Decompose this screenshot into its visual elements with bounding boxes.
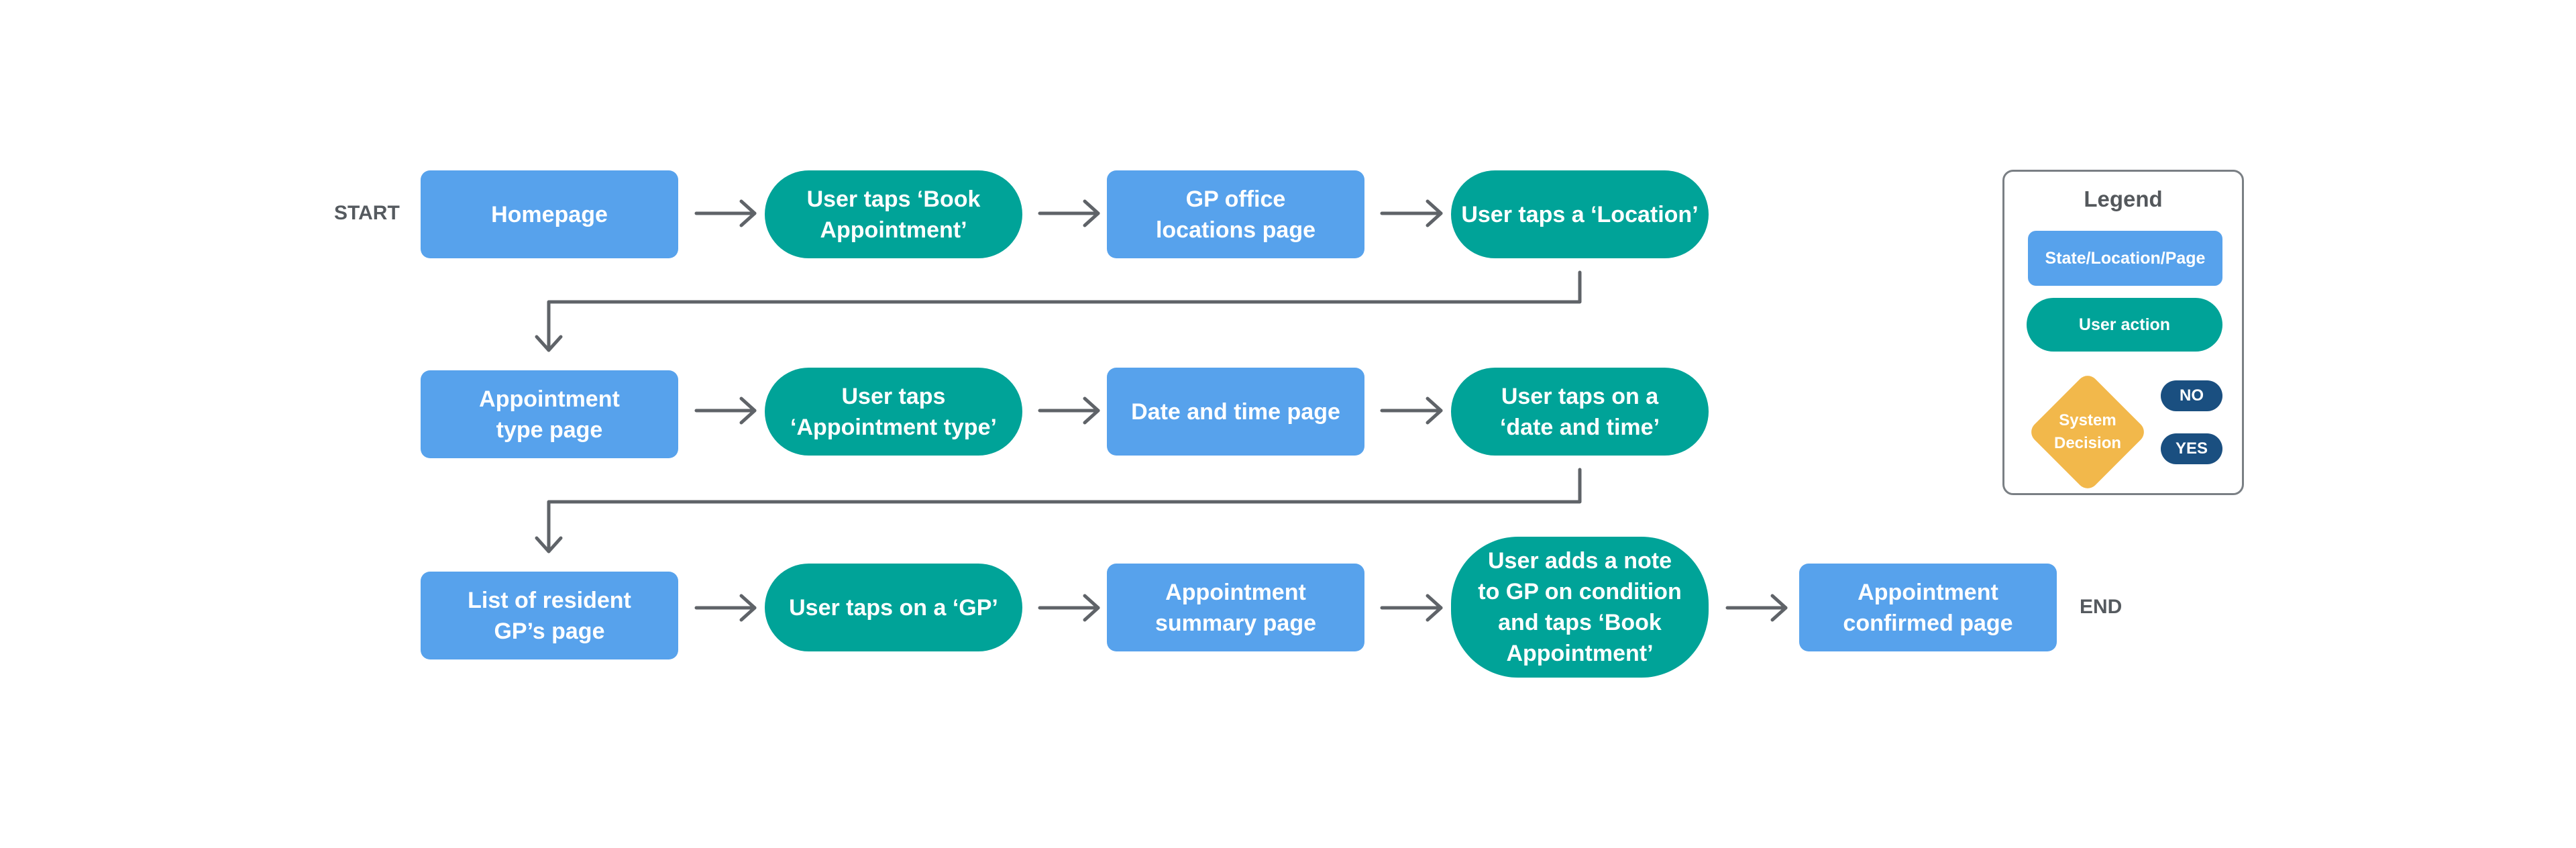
node-label: Appointment confirmed page: [1843, 579, 2013, 636]
legend-no-pill: NO: [2161, 380, 2222, 411]
legend-page-swatch: State/Location/Page: [2028, 231, 2222, 286]
connector-row2-to-row3: [547, 468, 1582, 553]
node-user-taps-gp: User taps on a ‘GP’: [765, 564, 1022, 651]
legend-action-swatch: User action: [2027, 298, 2222, 352]
node-user-taps-date-and-time: User taps on a ‘date and time’: [1451, 368, 1709, 456]
node-appointment-type-page: Appointment type page: [421, 370, 678, 458]
node-appointment-confirmed-page: Appointment confirmed page: [1799, 564, 2057, 651]
node-label: Date and time page: [1131, 399, 1340, 425]
node-label: User taps on a ‘date and time’: [1499, 383, 1660, 440]
arrowhead: [535, 536, 563, 553]
node-user-taps-location: User taps a ‘Location’: [1451, 170, 1709, 258]
arrowhead: [1770, 594, 1788, 622]
arrowhead: [1426, 396, 1443, 425]
node-label: Appointment type page: [479, 386, 620, 443]
node-user-taps-appointment-type: User taps ‘Appointment type’: [765, 368, 1022, 456]
node-label: List of resident GP’s page: [468, 587, 631, 644]
arrowhead: [1083, 594, 1100, 622]
node-label: User taps ‘Appointment type’: [790, 383, 997, 440]
legend-decision-label: System Decision: [2053, 411, 2122, 452]
legend: Legend State/Location/Page User action S…: [2002, 170, 2244, 495]
legend-title: Legend: [2084, 187, 2163, 211]
arrowhead: [739, 396, 757, 425]
node-label: User taps on a ‘GP’: [789, 594, 998, 621]
node-label: GP office locations page: [1155, 186, 1316, 243]
legend-yes-pill: YES: [2161, 433, 2222, 464]
arrowhead: [739, 199, 757, 227]
node-label: User taps a ‘Location’: [1461, 201, 1699, 227]
node-list-of-resident-gps-page: List of resident GP’s page: [421, 572, 678, 659]
arrowhead: [1083, 199, 1100, 227]
legend-page-label: State/Location/Page: [2045, 248, 2206, 268]
node-user-taps-book-appointment: User taps ‘Book Appointment’: [765, 170, 1022, 258]
node-appointment-summary-page: Appointment summary page: [1107, 564, 1364, 651]
node-label: User taps ‘Book Appointment’: [806, 186, 981, 243]
node-label: Homepage: [491, 201, 608, 227]
connector-row1-to-row2: [547, 270, 1582, 352]
node-label: User adds a note to GP on condition and …: [1478, 548, 1682, 666]
arrowhead: [1426, 199, 1443, 227]
node-homepage: Homepage: [421, 170, 678, 258]
node-label: Appointment summary page: [1155, 579, 1316, 636]
node-date-and-time-page: Date and time page: [1107, 368, 1364, 456]
arrowhead: [1426, 594, 1443, 622]
end-label: END: [2080, 596, 2123, 618]
start-label: START: [334, 202, 400, 224]
arrowhead: [1083, 396, 1100, 425]
arrowhead: [535, 335, 563, 352]
node-user-adds-note-and-books: User adds a note to GP on condition and …: [1451, 537, 1709, 678]
node-gp-office-locations-page: GP office locations page: [1107, 170, 1364, 258]
legend-action-label: User action: [2078, 315, 2171, 334]
arrowhead: [739, 594, 757, 622]
